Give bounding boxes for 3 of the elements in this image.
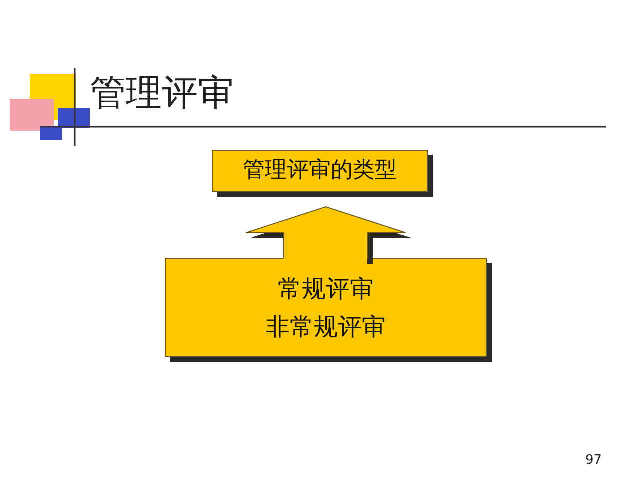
block-arrow — [246, 206, 411, 266]
slide-title: 管理评审 — [90, 72, 234, 116]
page-number: 97 — [585, 453, 602, 468]
